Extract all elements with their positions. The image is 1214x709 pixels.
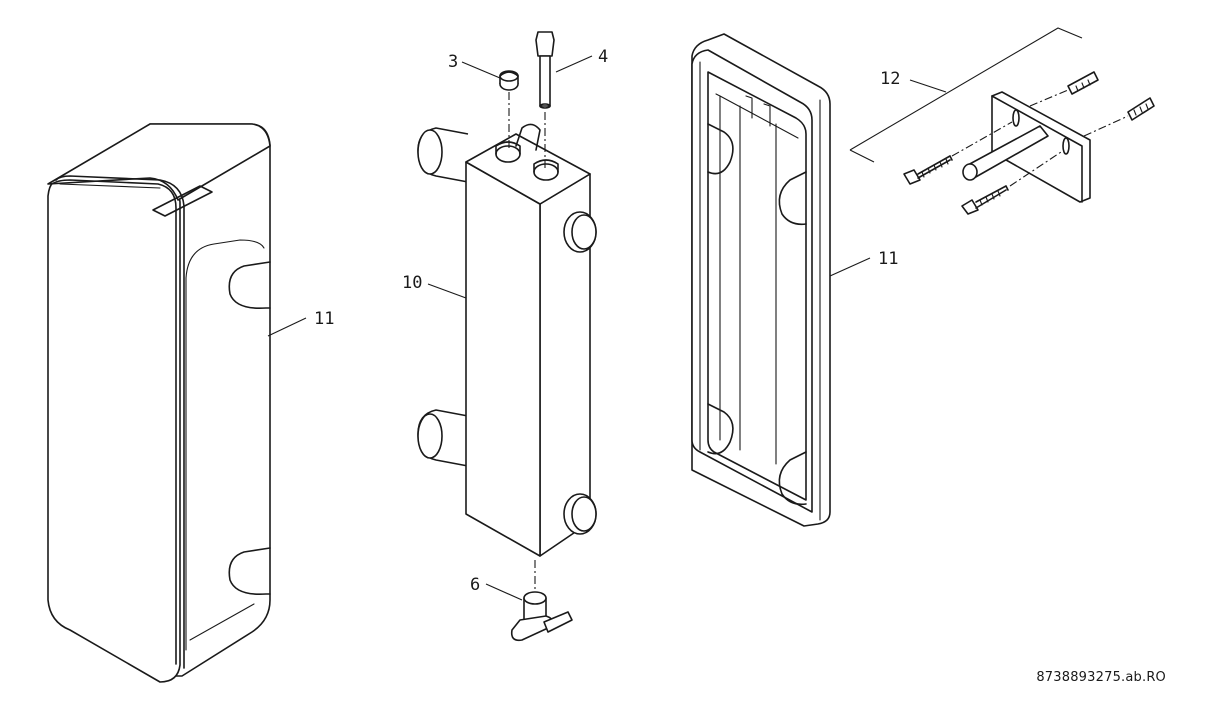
callout-11-left: 11 bbox=[314, 309, 334, 329]
part-4-vent-valve bbox=[535, 31, 555, 109]
insulation-cover-back bbox=[691, 33, 831, 527]
insulation-cover-front bbox=[47, 123, 271, 683]
document-id: 8738893275.ab.RO bbox=[1036, 670, 1166, 685]
part-3-plug bbox=[499, 70, 519, 91]
part-6-drain-valve bbox=[510, 591, 573, 642]
callout-3: 3 bbox=[448, 52, 458, 72]
callout-10: 10 bbox=[402, 273, 422, 293]
hydraulic-separator bbox=[417, 123, 597, 557]
mounting-kit bbox=[849, 27, 1155, 215]
callout-4: 4 bbox=[598, 47, 608, 67]
callout-6: 6 bbox=[470, 575, 480, 595]
callout-11-right: 11 bbox=[878, 249, 898, 269]
callout-12: 12 bbox=[880, 69, 900, 89]
